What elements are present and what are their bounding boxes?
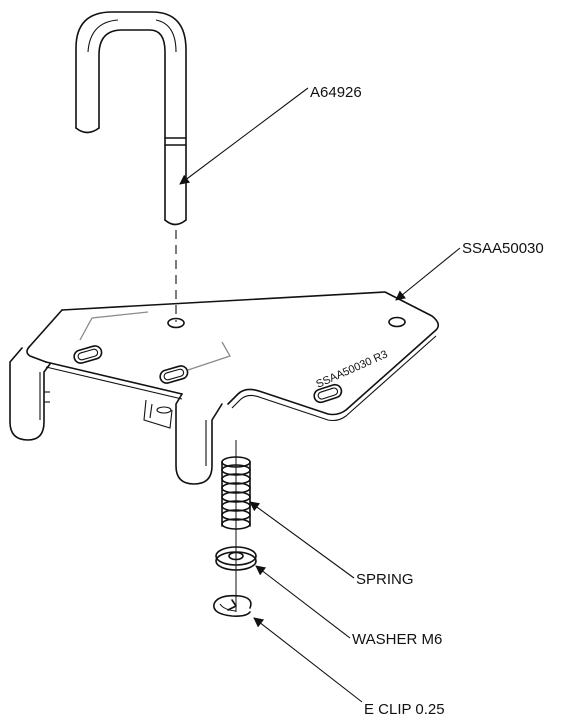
callout-pin: A64926 xyxy=(310,84,362,101)
e-clip xyxy=(213,594,252,617)
leader-pin xyxy=(179,87,309,185)
plate-ssaa50030: SSAA50030 R3 xyxy=(9,291,440,485)
spring xyxy=(221,456,251,530)
leader-eclip xyxy=(253,617,363,703)
callout-plate: SSAA50030 xyxy=(462,240,544,257)
leader-spring xyxy=(249,501,355,579)
leader-plate xyxy=(395,247,461,301)
plate-marking-text: SSAA50030 R3 xyxy=(314,348,389,390)
callout-spring: SPRING xyxy=(356,571,414,588)
callout-eclip: E CLIP 0.25 xyxy=(364,701,445,718)
leader-washer xyxy=(255,565,351,639)
washer-m6 xyxy=(215,546,257,571)
pin-a64926 xyxy=(75,11,187,226)
callout-washer: WASHER M6 xyxy=(352,631,442,648)
